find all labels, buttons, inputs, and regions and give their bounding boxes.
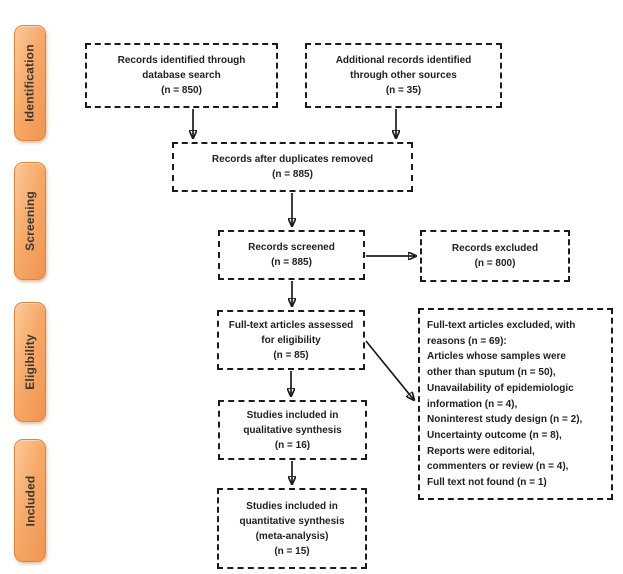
arrow-fulltext-to-fulltext-excluded bbox=[365, 340, 414, 400]
stage-eligibility: Eligibility bbox=[14, 302, 46, 422]
stage-identification-label: Identification bbox=[23, 44, 37, 122]
box-additional-records: Additional records identified through ot… bbox=[305, 43, 502, 108]
box-fulltext-assessed-text: Full-text articles assessed for eligibil… bbox=[228, 319, 354, 361]
box-records-screened: Records screened (n = 885) bbox=[218, 230, 365, 280]
box-records-screened-text: Records screened (n = 885) bbox=[248, 242, 335, 268]
box-records-identified-text: Records identified through database sear… bbox=[117, 55, 246, 96]
stage-included: Included bbox=[14, 439, 46, 562]
stage-identification: Identification bbox=[14, 25, 46, 141]
box-fulltext-excluded: Full-text articles excluded, with reason… bbox=[418, 308, 613, 500]
box-duplicates-removed-text: Records after duplicates removed (n = 88… bbox=[211, 154, 374, 180]
stage-eligibility-label: Eligibility bbox=[23, 334, 38, 390]
box-fulltext-assessed: Full-text articles assessed for eligibil… bbox=[217, 310, 365, 370]
box-duplicates-removed: Records after duplicates removed (n = 88… bbox=[172, 142, 413, 192]
stage-screening-label: Screening bbox=[23, 191, 38, 251]
box-fulltext-excluded-text: Full-text articles excluded, with reason… bbox=[427, 320, 583, 489]
box-quantitative-synthesis: Studies included in quantitative synthes… bbox=[217, 488, 367, 569]
stage-included-label: Included bbox=[23, 475, 37, 526]
box-records-excluded-text: Records excluded (n = 800) bbox=[451, 243, 539, 269]
box-additional-records-text: Additional records identified through ot… bbox=[335, 55, 472, 96]
box-records-identified: Records identified through database sear… bbox=[85, 43, 278, 108]
stage-screening: Screening bbox=[14, 162, 46, 280]
box-quantitative-synthesis-text: Studies included in quantitative synthes… bbox=[239, 500, 345, 557]
box-records-excluded: Records excluded (n = 800) bbox=[420, 230, 570, 282]
box-qualitative-synthesis: Studies included in qualitative synthesi… bbox=[218, 400, 367, 460]
box-qualitative-synthesis-text: Studies included in qualitative synthesi… bbox=[243, 409, 342, 451]
